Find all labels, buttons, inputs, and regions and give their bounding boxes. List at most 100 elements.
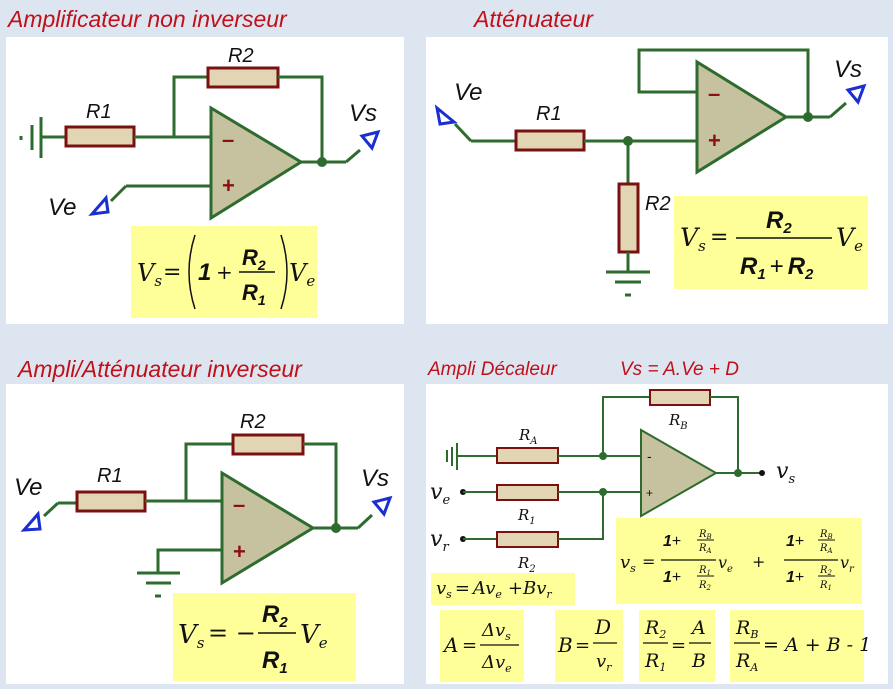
formula-box-offset-linear — [431, 573, 575, 605]
label-r2: R2 — [240, 411, 266, 433]
svg-text:RB: RB — [819, 529, 833, 541]
opamp-plus: + — [708, 128, 721, 153]
svg-text:=: = — [575, 635, 590, 656]
formula-box-offset-main — [616, 518, 862, 604]
resistor-r2 — [231, 433, 305, 456]
opamp — [209, 105, 304, 221]
svg-text:B: B — [557, 633, 573, 657]
input-port-icon — [88, 194, 110, 216]
label-r1: R1 — [86, 101, 112, 123]
svg-text:=: = — [163, 260, 181, 285]
svg-text:1+: 1+ — [663, 569, 681, 586]
label-ra: RA — [518, 426, 538, 447]
label-r1: R1 — [536, 103, 562, 125]
label-ve: Ve — [48, 194, 76, 221]
svg-text:vr: vr — [596, 651, 612, 674]
title-inverting: Ampli/Atténuateur inverseur — [18, 356, 302, 382]
svg-text:=: = — [710, 225, 728, 250]
svg-text:R1: R1 — [242, 280, 266, 308]
label-rb: RB — [668, 411, 688, 432]
opamp-minus: – — [233, 492, 245, 517]
label-vr: vr — [430, 527, 449, 555]
title-offset-equation: Vs = A.Ve + D — [620, 359, 739, 380]
opamp — [220, 470, 316, 586]
label-ve: Ve — [454, 79, 482, 106]
resistor-r1 — [496, 484, 559, 501]
input-port-icon — [434, 104, 458, 126]
label-ve: Ve — [14, 474, 42, 501]
svg-text:Ve: Ve — [300, 620, 328, 652]
svg-text:= A + B - 1: = A + B - 1 — [763, 634, 871, 656]
opamp — [640, 428, 719, 518]
formula-offset-linear: vs=Ave+Bvr — [436, 578, 552, 601]
svg-text:RA: RA — [735, 650, 758, 674]
formula-box-inverting — [173, 593, 356, 681]
svg-text:1+: 1+ — [786, 569, 804, 586]
svg-text:A: A — [442, 633, 458, 657]
resistor-r2 — [206, 66, 280, 89]
formula-a: A = Δvs Δve — [442, 620, 519, 675]
svg-text:1+: 1+ — [663, 533, 681, 550]
output-port-icon — [359, 129, 381, 151]
svg-text:RA: RA — [819, 543, 833, 555]
resistor-r2 — [617, 182, 640, 254]
resistor-r2 — [496, 531, 559, 548]
formula-box-b — [555, 610, 623, 682]
label-r1: R1 — [97, 465, 123, 487]
svg-text:=: = — [642, 552, 655, 571]
svg-text:A: A — [690, 617, 706, 639]
label-r1: R1 — [517, 506, 536, 527]
svg-text:R1: R1 — [644, 650, 666, 674]
svg-text:+: + — [216, 260, 233, 284]
opamp-plus: + — [646, 486, 653, 500]
formula-offset-main: vs = 1+ RB RA 1+ R1 R2 ve + 1+ RB RA 1+ … — [620, 529, 855, 592]
label-vs: Vs — [349, 100, 377, 127]
opamp-minus: - — [647, 448, 652, 464]
svg-text:D: D — [594, 615, 611, 639]
svg-text:R2: R2 — [644, 617, 666, 641]
svg-text:R2: R2 — [698, 580, 712, 592]
svg-text:vr: vr — [840, 553, 855, 575]
opamp-minus: – — [222, 127, 234, 152]
svg-text:R2: R2 — [819, 565, 833, 577]
circuit-offset-amp: - + RA RB R1 R2 ve vr vs — [430, 389, 795, 575]
svg-text:Δve: Δve — [481, 652, 512, 675]
svg-text:RB: RB — [735, 617, 758, 641]
svg-text:Vs: Vs — [178, 620, 205, 652]
svg-text:R1+R2: R1+R2 — [740, 253, 814, 283]
opamp — [695, 59, 789, 175]
formula-attenuator: Vs = R2 R1+R2 Ve — [680, 207, 863, 283]
label-vs: Vs — [361, 465, 389, 492]
svg-text:RA: RA — [698, 543, 712, 555]
resistor-r1 — [514, 129, 586, 152]
svg-text:Δvs: Δvs — [481, 620, 511, 643]
svg-text:vs: vs — [620, 552, 636, 575]
formula-box-r2-r1 — [639, 610, 715, 682]
svg-text:R1: R1 — [698, 565, 711, 577]
formula-box-attenuator — [674, 196, 868, 289]
title-offset-amp: Ampli Décaleur — [428, 359, 557, 380]
formula-box-non-inverting — [131, 226, 317, 318]
opamp-plus: + — [233, 539, 246, 564]
svg-text:Vs: Vs — [680, 223, 706, 255]
resistor-rb — [649, 389, 711, 406]
svg-text:R2: R2 — [262, 601, 288, 631]
label-vs: vs — [776, 459, 795, 487]
resistor-r1 — [64, 125, 136, 148]
svg-text:= −: = − — [208, 619, 256, 647]
label-r2: R2 — [517, 554, 536, 575]
formula-box-rb-ra — [730, 610, 864, 682]
formula-non-inverting: Vs = 1 + R2 R1 Ve — [137, 234, 315, 310]
output-port-icon — [371, 495, 393, 517]
svg-text:+: + — [752, 552, 765, 571]
resistor-r1 — [75, 490, 147, 513]
opamp-plus: + — [222, 173, 235, 198]
title-attenuator: Atténuateur — [474, 6, 593, 32]
resistor-ra — [496, 447, 559, 464]
label-ve: ve — [430, 480, 450, 508]
title-non-inverting: Amplificateur non inverseur — [8, 6, 287, 32]
svg-text:=: = — [462, 635, 477, 656]
svg-text:RB: RB — [698, 529, 712, 541]
circuit-attenuator: Ve R1 R2 Vs – + — [434, 48, 867, 297]
